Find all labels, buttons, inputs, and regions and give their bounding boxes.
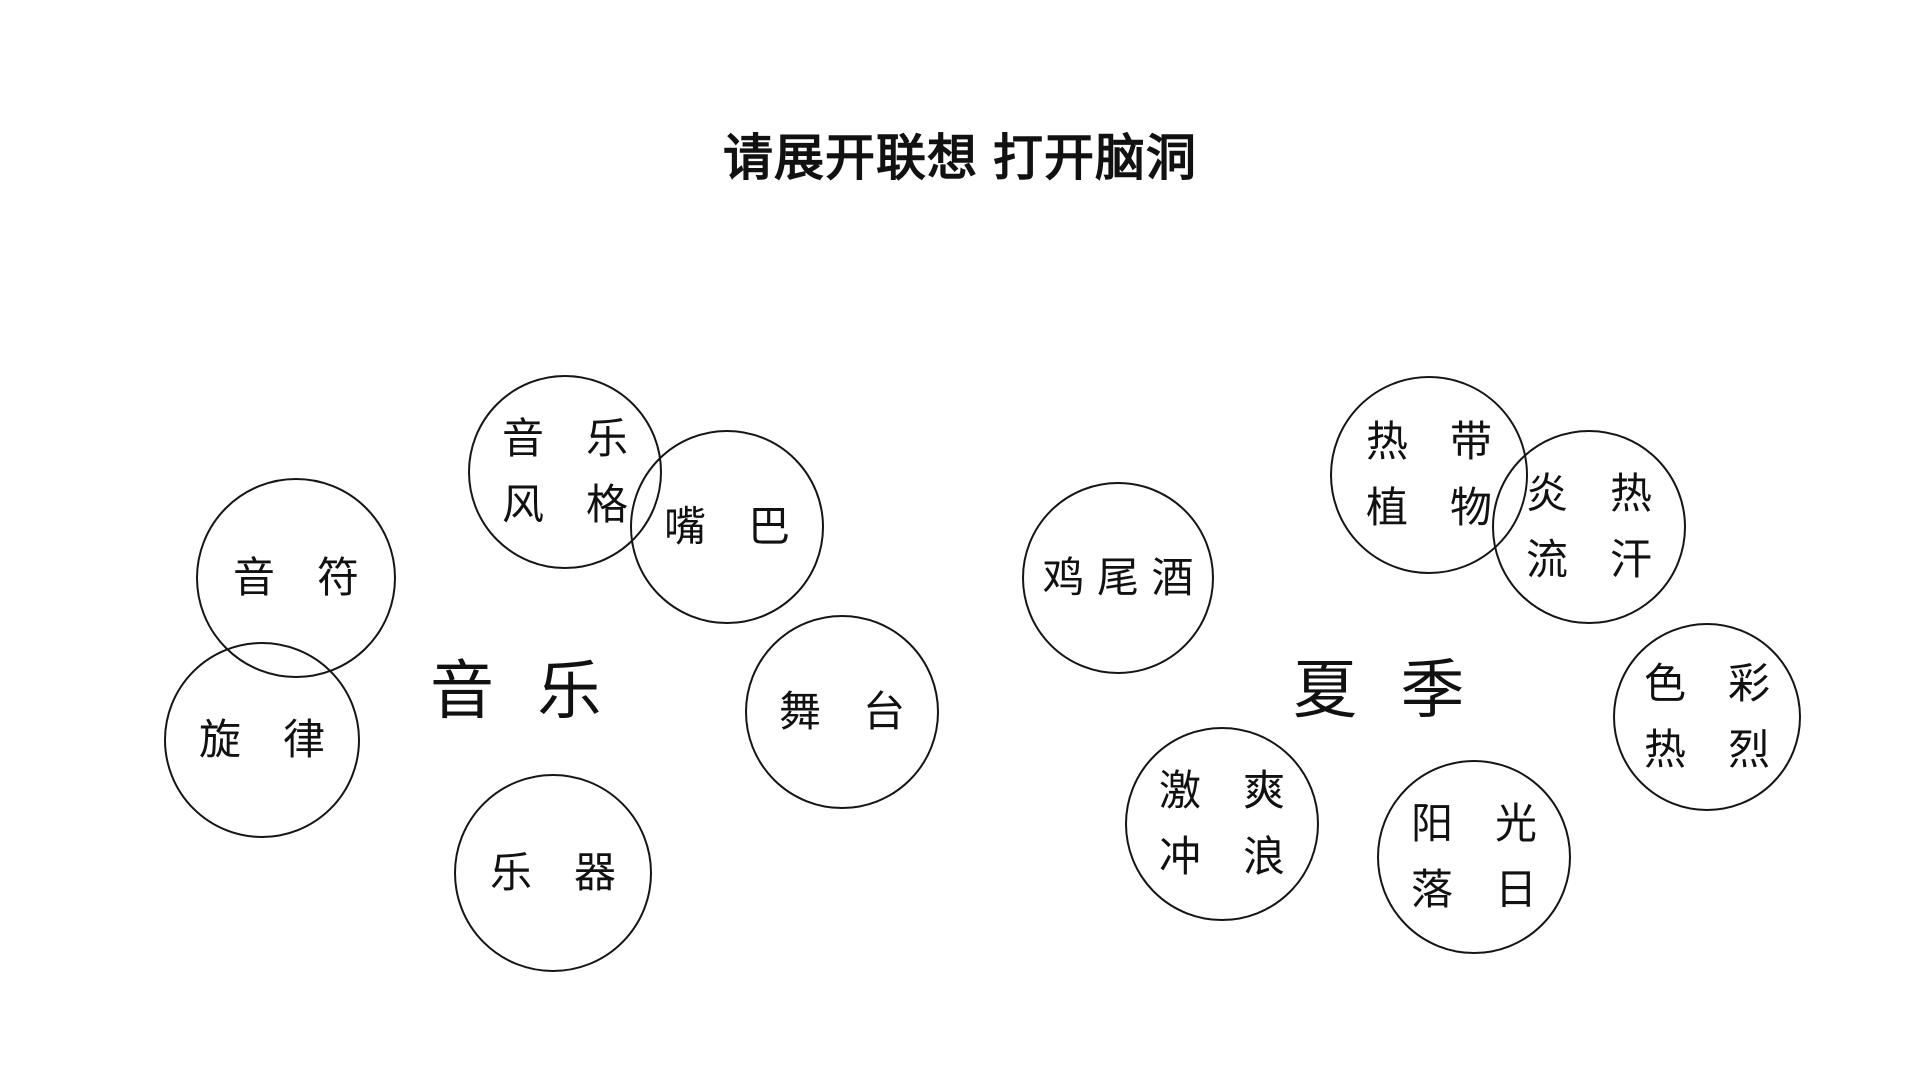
- topic-circle-label: 音 乐: [502, 415, 628, 462]
- topic-circle-label: 嘴 巴: [664, 503, 790, 550]
- topic-circle-mouth[interactable]: 嘴 巴: [630, 430, 824, 624]
- topic-circle-label: 流 汗: [1526, 536, 1652, 583]
- topic-circle-tropical-plants[interactable]: 热 带 植 物: [1330, 376, 1528, 574]
- topic-circle-cocktail[interactable]: 鸡 尾 酒: [1022, 482, 1214, 674]
- topic-circle-label: 音 符: [233, 554, 359, 601]
- topic-circle-label: 色 彩: [1644, 660, 1770, 707]
- topic-circle-label: 热 带: [1366, 418, 1492, 465]
- topic-circle-instrument[interactable]: 乐 器: [454, 774, 652, 972]
- topic-circle-vivid-colors[interactable]: 色 彩 热 烈: [1613, 623, 1801, 811]
- topic-circle-sunset[interactable]: 阳 光 落 日: [1377, 760, 1571, 954]
- topic-circle-label: 乐 器: [490, 849, 616, 896]
- topic-circle-label: 落 日: [1411, 866, 1537, 913]
- topic-circle-label: 风 格: [502, 481, 628, 528]
- topic-circle-label: 阳 光: [1411, 800, 1537, 847]
- topic-circle-label: 植 物: [1366, 484, 1492, 531]
- page-title: 请展开联想 打开脑洞: [723, 130, 1197, 186]
- topic-circle-hot-sweat[interactable]: 炎 热 流 汗: [1492, 430, 1686, 624]
- cluster-label-music: 音 乐: [430, 655, 602, 727]
- cluster-label-summer: 夏 季: [1293, 654, 1465, 726]
- topic-circle-label: 热 烈: [1644, 726, 1770, 773]
- topic-circle-label: 鸡 尾 酒: [1042, 554, 1194, 601]
- topic-circle-label: 舞 台: [779, 688, 905, 735]
- topic-circle-label: 旋 律: [199, 716, 325, 763]
- topic-circle-stage[interactable]: 舞 台: [745, 615, 939, 809]
- topic-circle-melody[interactable]: 旋 律: [164, 642, 360, 838]
- topic-circle-surfing[interactable]: 激 爽 冲 浪: [1125, 727, 1319, 921]
- topic-circle-label: 冲 浪: [1159, 833, 1285, 880]
- topic-circle-music-style[interactable]: 音 乐 风 格: [468, 375, 662, 569]
- topic-circle-label: 炎 热: [1526, 470, 1652, 517]
- topic-circle-label: 激 爽: [1159, 767, 1285, 814]
